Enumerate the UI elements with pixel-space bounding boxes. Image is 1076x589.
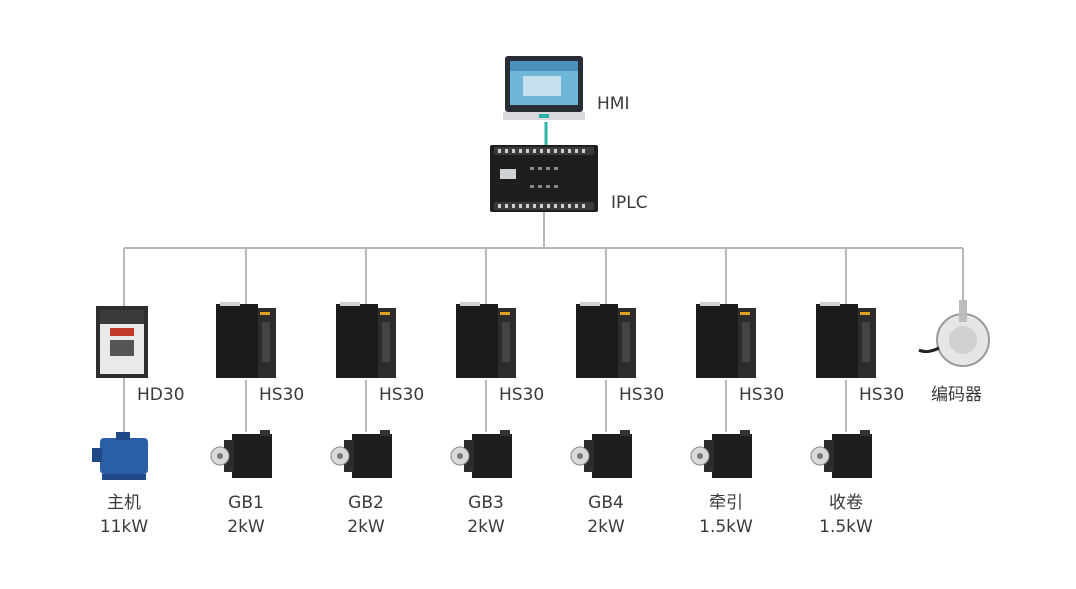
plc-label: IPLC (611, 193, 648, 213)
motor-power: 1.5kW (699, 517, 753, 537)
motor-caption: 牵引 1.5kW (676, 491, 776, 539)
hmi-touchscreen (503, 56, 585, 120)
inverter-icon (96, 306, 148, 378)
motor-power: 2kW (467, 517, 505, 537)
motor-name: GB4 (588, 493, 624, 513)
device-label: HS30 (379, 385, 425, 405)
motor-power: 2kW (347, 517, 385, 537)
servo-drive-icon (816, 302, 876, 378)
hmi-label: HMI (597, 94, 630, 114)
plc-unit (490, 145, 598, 212)
motor-name: GB3 (468, 493, 504, 513)
motor-power: 2kW (227, 517, 265, 537)
servo-motor-icon (450, 430, 512, 478)
motor-name: 收卷 (829, 493, 863, 513)
motor-power: 1.5kW (819, 517, 873, 537)
motor-caption: 收卷 1.5kW (796, 491, 896, 539)
device-label: HS30 (859, 385, 905, 405)
device-label: HS30 (739, 385, 785, 405)
device-label: HS30 (499, 385, 545, 405)
device-label: 编码器 (931, 385, 982, 405)
servo-motor-icon (690, 430, 752, 478)
encoder-icon (918, 300, 990, 367)
servo-motor-icon (570, 430, 632, 478)
servo-drive-icon (576, 302, 636, 378)
servo-motor-icon (210, 430, 272, 478)
device-label: HS30 (619, 385, 665, 405)
servo-motor-icon (810, 430, 872, 478)
device-label: HS30 (259, 385, 305, 405)
motor-power: 11kW (99, 517, 149, 537)
induction-motor-icon (92, 432, 148, 480)
servo-drive-icon (456, 302, 516, 378)
motor-name: GB1 (228, 493, 264, 513)
motor-power: 2kW (587, 517, 625, 537)
servo-drive-icon (696, 302, 756, 378)
motor-name: 牵引 (709, 493, 743, 513)
motor-name: 主机 (107, 493, 141, 513)
motor-name: GB2 (348, 493, 384, 513)
device-label: HD30 (137, 385, 185, 405)
servo-drive-icon (216, 302, 276, 378)
servo-drive-icon (336, 302, 396, 378)
motor-caption: 主机 11kW (74, 491, 174, 539)
servo-motor-icon (330, 430, 392, 478)
